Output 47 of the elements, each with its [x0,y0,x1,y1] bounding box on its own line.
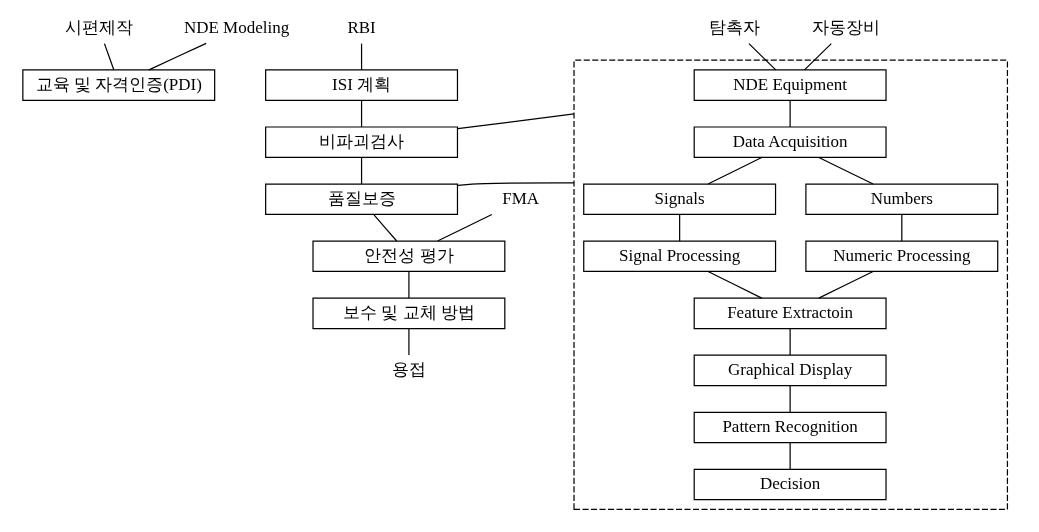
connector [789,442,791,470]
node-box: Graphical Display [693,354,887,387]
connector [360,157,362,185]
node-box: Numbers [804,183,998,215]
cluster [572,59,1008,510]
connector [372,214,397,242]
node-box: 교육 및 자격인증(PDI) [21,69,215,101]
connector [147,42,207,71]
node-box: 비파괴검사 [264,126,458,158]
connector [789,100,791,128]
node-text: FMA [501,188,539,208]
node-box: Numeric Processing [804,240,998,273]
node-box: 안전성 평가 [311,240,505,273]
node-box: Decision [693,468,887,501]
node-box: NDE Equipment [693,69,887,101]
node-text: 탐촉자 [708,17,760,37]
connector [456,182,575,187]
node-box: 보수 및 교체 방법 [311,297,505,330]
connector [436,213,492,242]
connector [103,43,114,71]
node-box: Pattern Recognition [693,411,887,444]
connector [407,271,410,299]
node-box: Signals [582,183,776,215]
node-text: 시편제작 [64,17,133,37]
connector [678,214,680,242]
connector [803,43,832,71]
connector [817,156,874,185]
connector [789,385,791,413]
node-text: 자동장비 [811,17,880,37]
node-text: NDE Modeling [183,17,289,37]
connector [900,214,902,242]
connector [407,328,410,356]
node-box: ISI 계획 [264,69,458,101]
connector [456,113,575,130]
node-box: Feature Extractoin [693,297,887,330]
node-box: 품질보증 [264,183,458,215]
connector [817,270,874,299]
node-text: 용접 [391,359,426,379]
connector [747,43,776,71]
connector [706,156,762,185]
connector [360,43,362,71]
connector [789,328,791,356]
connector [360,100,362,128]
node-text: RBI [346,17,376,37]
node-box: Data Acquisition [693,126,887,158]
node-box: Signal Processing [582,240,776,273]
connector [707,270,762,299]
